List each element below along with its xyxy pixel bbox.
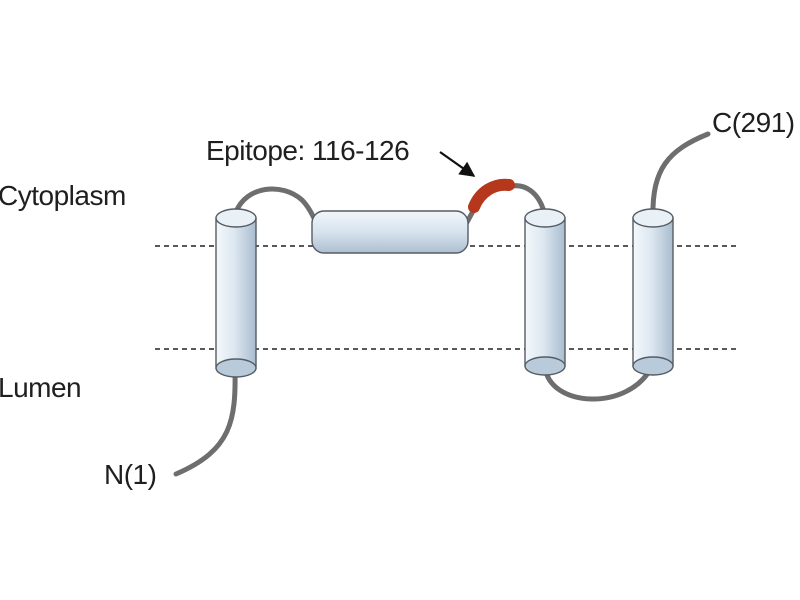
c-terminus-label: C(291) xyxy=(712,107,795,138)
n-terminal-tail xyxy=(173,365,238,477)
amphipathic-helix xyxy=(311,210,469,254)
n-terminus-label: N(1) xyxy=(104,459,156,490)
luminal-loop xyxy=(542,363,655,402)
cytoplasm-label: Cytoplasm xyxy=(0,180,126,211)
epitope-label: Epitope: 116-126 xyxy=(206,135,409,166)
lumen-label: Lumen xyxy=(0,372,81,403)
epitope-segment xyxy=(468,178,515,213)
epitope-arrow xyxy=(439,151,476,177)
transmembrane-helix-3 xyxy=(632,208,674,376)
cytoplasmic-loop-1 xyxy=(233,186,319,225)
c-terminal-tail xyxy=(650,131,711,218)
transmembrane-helix-2 xyxy=(524,208,566,376)
transmembrane-helix-1 xyxy=(215,208,257,378)
